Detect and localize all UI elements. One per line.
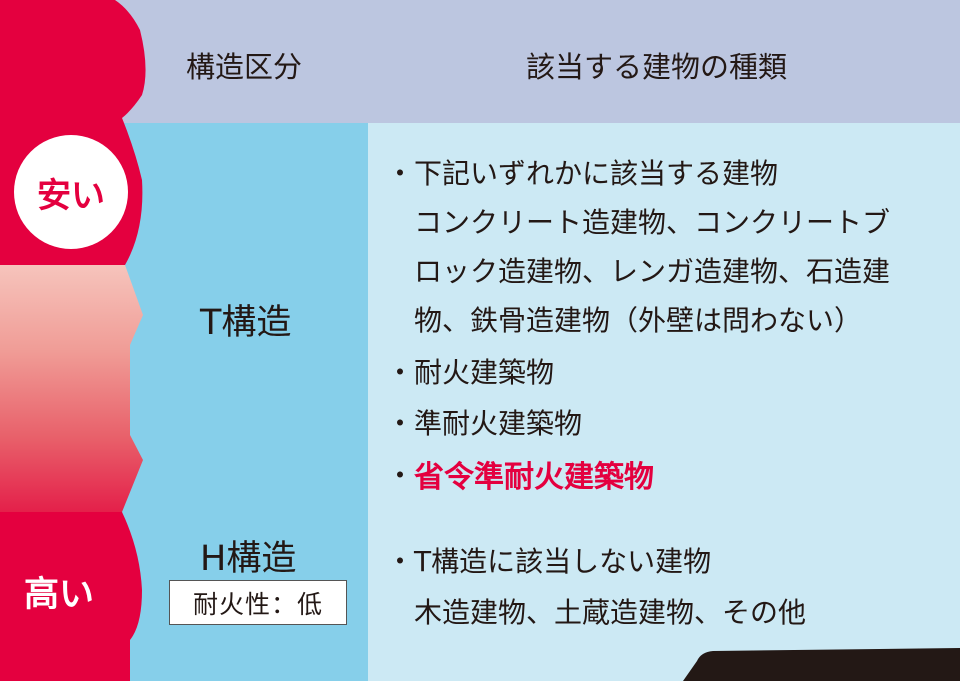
- cropped-caption-shape: [683, 648, 960, 681]
- bullet: ・: [386, 356, 415, 389]
- list-item-continuation: コンクリート造建物、コンクリートブ: [414, 206, 891, 239]
- list-item-continuation: 物、鉄骨造建物（外壁は問わない）: [414, 304, 863, 337]
- list-item: 耐火建築物: [414, 356, 555, 389]
- list-item-continuation: 木造建物、土蔵造建物、その他: [414, 596, 807, 629]
- list-item-highlighted: 省令準耐火建築物: [414, 460, 654, 495]
- bullet: ・: [386, 545, 415, 578]
- bullet: ・: [386, 157, 415, 190]
- cost-low-label: 安い: [37, 175, 105, 216]
- bullet: ・: [386, 459, 415, 492]
- list-item: T構造に該当しない建物: [414, 545, 712, 578]
- header-structure-category: 構造区分: [186, 50, 303, 84]
- fire-resistance-note: 耐火性：低: [169, 580, 347, 625]
- bullet: ・: [386, 407, 415, 440]
- structure-h-label: H構造: [200, 539, 297, 579]
- header-building-types: 該当する建物の種類: [526, 50, 788, 84]
- list-item: 準耐火建築物: [414, 407, 583, 440]
- cost-low-badge: 安い: [14, 135, 128, 249]
- table-header: [0, 0, 960, 123]
- list-item: 下記いずれかに該当する建物: [414, 157, 779, 190]
- list-item-continuation: ロック造建物、レンガ造建物、石造建: [414, 255, 891, 288]
- structure-t-label: T構造: [200, 303, 292, 343]
- cost-high-label: 高い: [24, 575, 95, 615]
- building-types-column: [368, 123, 960, 681]
